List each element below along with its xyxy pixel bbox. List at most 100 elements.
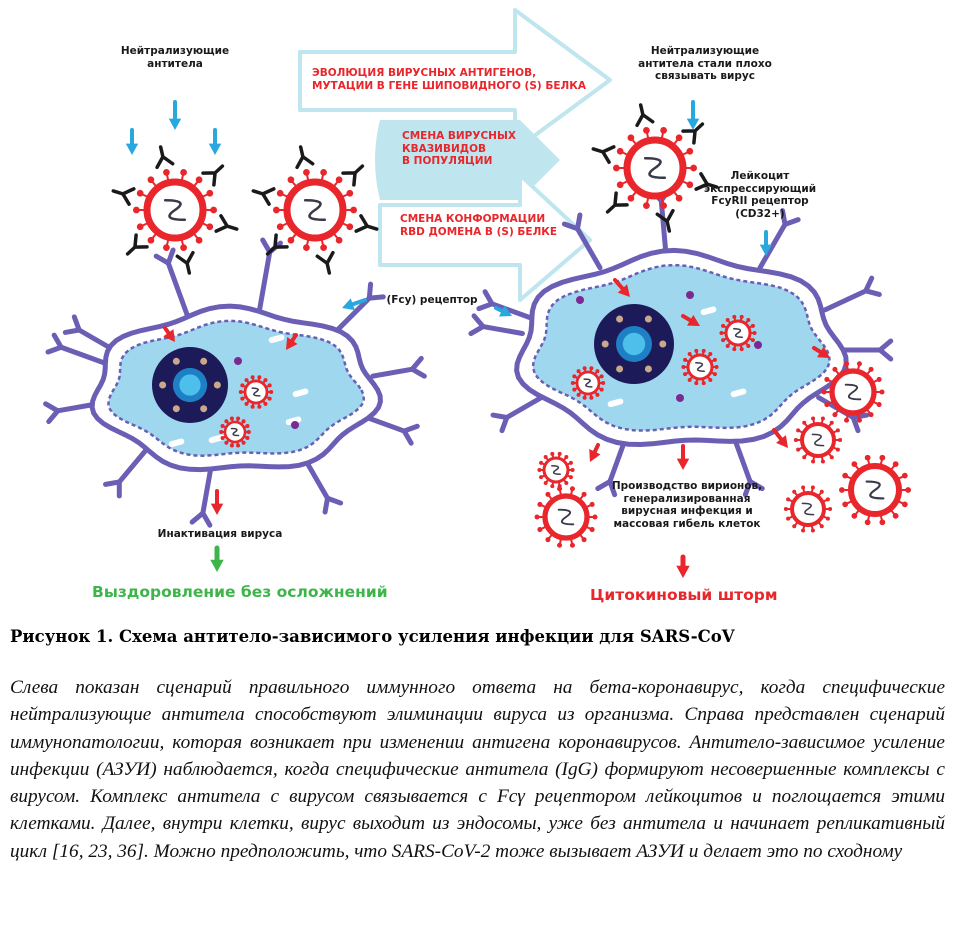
antibody	[605, 191, 629, 214]
fc-receptor	[153, 247, 190, 318]
leukocyte-label: Лейкоцит экспрессирующий FcyRII рецептор…	[703, 170, 817, 220]
fc-receptor	[837, 338, 894, 362]
down-arrow-blue	[686, 100, 700, 130]
antibody	[251, 187, 276, 206]
cytokine-storm-outcome: Цитокиновый шторм	[590, 586, 778, 604]
flow-arrow-outer	[298, 8, 612, 152]
fc-receptor	[490, 395, 544, 434]
released-virion	[537, 451, 575, 489]
organelle	[168, 438, 185, 448]
organelle	[285, 416, 302, 426]
fc-receptor	[822, 275, 882, 313]
down-arrow-red	[210, 489, 224, 515]
entry-arrow	[163, 326, 175, 342]
entry-arrow	[613, 278, 630, 297]
evolution-flow-arrow	[298, 8, 612, 302]
fc-receptor	[364, 414, 420, 446]
recovery-outcome: Выздоровление без осложнений	[92, 583, 388, 601]
flow-band-middle	[375, 120, 560, 200]
antibody	[681, 122, 705, 145]
right-nucleolus	[622, 332, 646, 356]
antibody-coated-virus-2	[251, 145, 379, 275]
antibody	[111, 187, 136, 206]
organelle-dot	[576, 296, 584, 304]
released-virion	[783, 485, 833, 533]
released-virion	[839, 454, 911, 526]
left-nucleolus	[179, 374, 201, 396]
virus-being-inactivated	[219, 416, 251, 448]
fc-receptor	[302, 456, 344, 515]
virion-production-label: Производство вирионов, генерализированна…	[611, 480, 763, 530]
flow-evolution-text: ЭВОЛЮЦИЯ ВИРУСНЫХ АНТИГЕНОВ, МУТАЦИИ В Г…	[312, 67, 586, 92]
antibody	[155, 145, 175, 170]
released-virion	[793, 416, 843, 464]
release-arrow	[589, 443, 601, 462]
flow-rbd-text: СМЕНА КОНФОРМАЦИИ RBD ДОМЕНА В (S) БЕЛКЕ	[400, 213, 558, 238]
entry-arrow	[286, 333, 298, 350]
fc-receptor	[189, 466, 214, 528]
organelle-dot	[234, 357, 242, 365]
fc-receptor-pointer	[342, 298, 367, 311]
released-virion	[821, 361, 885, 423]
release-arrow	[812, 346, 830, 358]
virus-being-inactivated	[238, 375, 274, 409]
fc-receptor	[595, 436, 628, 498]
antibody	[341, 164, 365, 187]
fc-receptor	[331, 281, 386, 336]
fc-receptor	[43, 401, 100, 425]
organelle	[268, 334, 285, 344]
down-arrow-red	[676, 444, 690, 470]
down-arrow-blue	[125, 128, 139, 155]
fc-receptor	[370, 355, 427, 379]
intracellular-virion	[719, 314, 757, 352]
organelle	[292, 388, 309, 398]
fc-receptor	[476, 289, 533, 321]
antibody-coated-virus-1	[111, 145, 239, 275]
fc-receptor	[62, 314, 117, 353]
intracellular-virion	[681, 348, 719, 386]
released-virion	[534, 486, 598, 548]
flow-quasispecies-text: СМЕНА ВИРУСНЫХ КВАЗИВИДОВ В ПОПУЛЯЦИИ	[402, 130, 516, 167]
left-neutralizing-antibodies-label: Нейтрализующие антитела	[120, 45, 230, 70]
down-arrow-blue	[759, 230, 773, 256]
figure-caption-body: Слева показан сценарий правильного иммун…	[10, 677, 945, 862]
virus-inactivation-label: Инактивация вируса	[157, 528, 283, 540]
arrows-layer	[125, 100, 830, 578]
fc-receptor	[45, 332, 106, 366]
down-arrow-blue	[208, 128, 222, 155]
fc-receptor	[757, 208, 801, 271]
ade-diagram: Нейтрализующие антитела Нейтрализующие а…	[43, 8, 911, 604]
down-arrow-green	[210, 545, 224, 572]
organelle	[730, 388, 747, 398]
down-arrow-blue	[168, 100, 182, 130]
virus-layer	[111, 103, 911, 548]
antibody	[295, 145, 315, 170]
antibody	[655, 208, 675, 233]
antibody	[694, 172, 719, 191]
antibody	[354, 214, 379, 233]
flow-arrow-lower	[378, 173, 592, 302]
right-cell-cytoplasm	[531, 263, 831, 432]
entry-arrow	[681, 314, 700, 326]
release-arrow	[772, 428, 788, 448]
antibody	[265, 233, 289, 256]
antibody	[315, 250, 335, 275]
intracellular-virion	[570, 366, 606, 400]
fc-receptor	[103, 448, 148, 499]
down-arrow-red	[676, 554, 690, 578]
fc-receptor	[732, 436, 765, 498]
antibody	[125, 233, 149, 256]
figure-caption-title: Рисунок 1. Схема антитело-зависимого уси…	[10, 627, 735, 646]
antibody	[175, 250, 195, 275]
organelle	[700, 306, 717, 316]
right-neutralizing-antibodies-label: Нейтрализующие антитела стали плохо связ…	[638, 45, 772, 82]
organelle-dot	[754, 341, 762, 349]
fc-receptor-label: (Fcy) рецептор	[386, 294, 478, 306]
antibody	[635, 103, 655, 128]
organelle	[607, 398, 624, 408]
organelle-dot	[686, 291, 694, 299]
antibody	[201, 164, 225, 187]
fc-receptor-pointer	[494, 305, 512, 317]
poorly-bound-virus	[591, 103, 719, 233]
fc-receptor	[561, 212, 603, 271]
